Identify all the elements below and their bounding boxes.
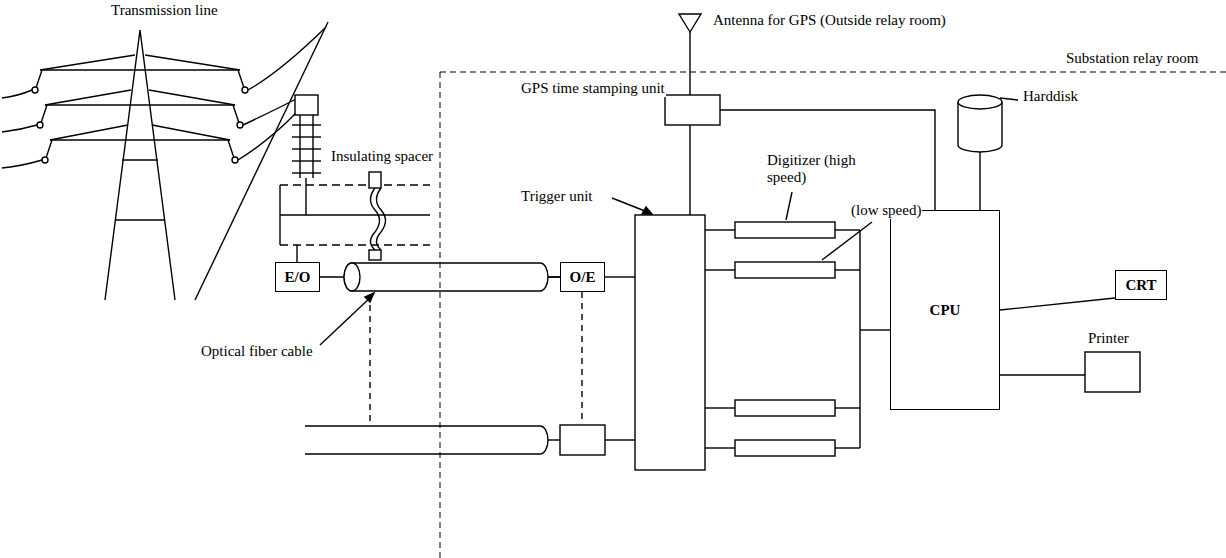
insulating-spacer: [369, 172, 386, 260]
box-label: O/E: [566, 269, 600, 286]
relay-room-boundary: [440, 72, 1226, 558]
part-label: GPS time stamping unit: [520, 80, 666, 97]
part-label: Substation relay room: [1065, 50, 1199, 67]
part-label: Harddisk: [1022, 88, 1079, 105]
optical-fiber-cable: [305, 263, 582, 454]
part-label: Printer: [1087, 330, 1130, 347]
part-label: Antenna for GPS (Outside relay room): [712, 12, 947, 29]
part-label: (low speed): [850, 202, 922, 219]
part-label: Optical fiber cable: [200, 343, 314, 360]
gps-unit: [665, 14, 935, 215]
device-box: O/E: [560, 262, 605, 292]
harddisk: [958, 95, 1018, 210]
part-label: Trigger unit: [520, 188, 594, 205]
part-label: Insulating spacer: [330, 148, 434, 165]
device-box: E/O: [275, 262, 320, 292]
box-label: E/O: [281, 269, 315, 286]
box-label: CPU: [926, 302, 965, 319]
part-label: Transmission line: [110, 2, 219, 19]
box-label: CRT: [1121, 277, 1160, 294]
trigger-unit: [635, 215, 705, 470]
oe-converter: [560, 425, 605, 455]
device-box: CPU: [890, 210, 1000, 410]
device-box: CRT: [1115, 270, 1167, 300]
printer: [1085, 352, 1140, 392]
digitizers: [705, 192, 890, 456]
signal-line: [1000, 298, 1115, 310]
part-label: Digitizer (high speed): [766, 152, 858, 187]
